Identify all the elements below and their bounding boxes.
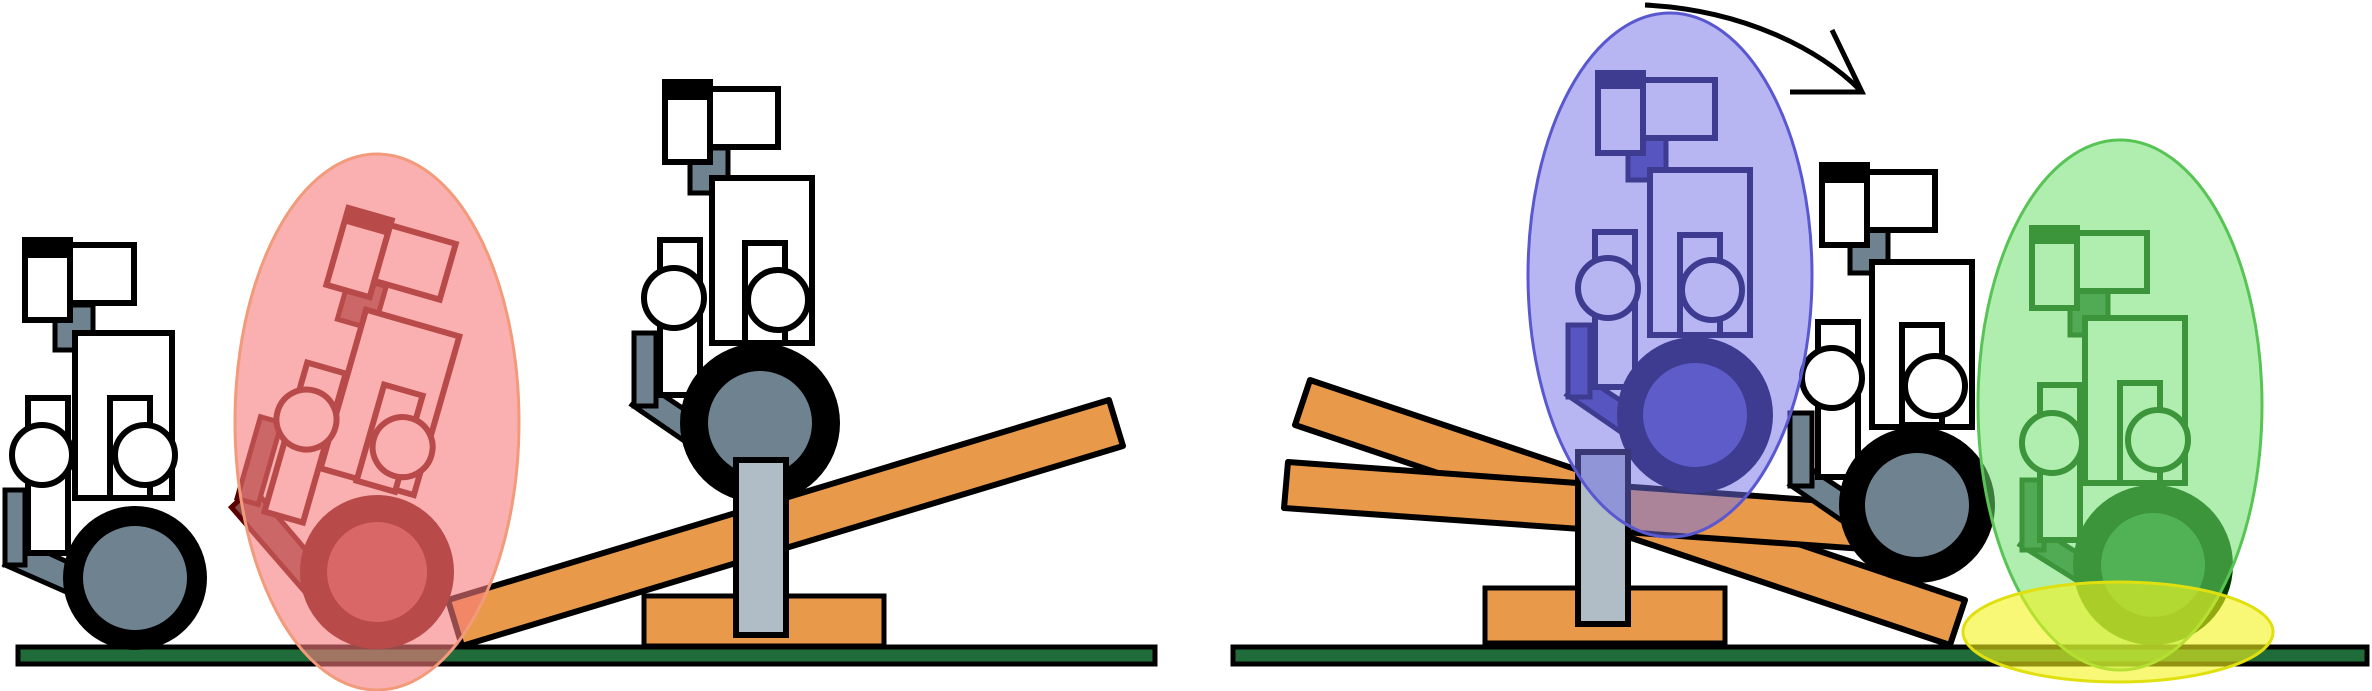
highlight-ellipse-yellow bbox=[1961, 580, 2275, 684]
rotation-arrow-icon bbox=[1644, 2, 1866, 95]
robot-wheel-hub bbox=[1865, 453, 1969, 557]
robot-joint-front bbox=[112, 422, 178, 488]
right-panel bbox=[1230, 2, 2370, 684]
robot-wheel-hub bbox=[708, 371, 812, 475]
robot-left-on-seesaw bbox=[628, 79, 840, 503]
robot-rear-link bbox=[1787, 410, 1815, 489]
robot-camera bbox=[1864, 169, 1938, 233]
robot-head-cap bbox=[665, 82, 710, 100]
robot-camera bbox=[707, 86, 781, 150]
robot-rear-link bbox=[2, 487, 28, 568]
left-panel bbox=[1, 79, 1158, 691]
highlight-ellipse-blue bbox=[1526, 11, 1814, 539]
robot-joint-front bbox=[1902, 353, 1968, 419]
robot-joint-rear bbox=[1799, 345, 1865, 411]
robot-left-upright bbox=[1, 237, 207, 650]
highlight-ellipse-red bbox=[233, 152, 521, 691]
robot-wheel-hub bbox=[83, 526, 187, 630]
robot-rear-link bbox=[631, 330, 659, 409]
left-seesaw-pivot-post-front bbox=[733, 457, 789, 638]
robot-joint-front bbox=[745, 267, 811, 333]
robot-camera bbox=[67, 242, 137, 306]
robot-head-cap bbox=[25, 240, 70, 258]
robot-right-middle bbox=[1786, 162, 1995, 583]
robot-joint-rear bbox=[641, 265, 707, 331]
robot-head-cap bbox=[1822, 165, 1867, 183]
robot-joint-rear bbox=[9, 422, 75, 488]
left-ground-line bbox=[15, 644, 1158, 667]
